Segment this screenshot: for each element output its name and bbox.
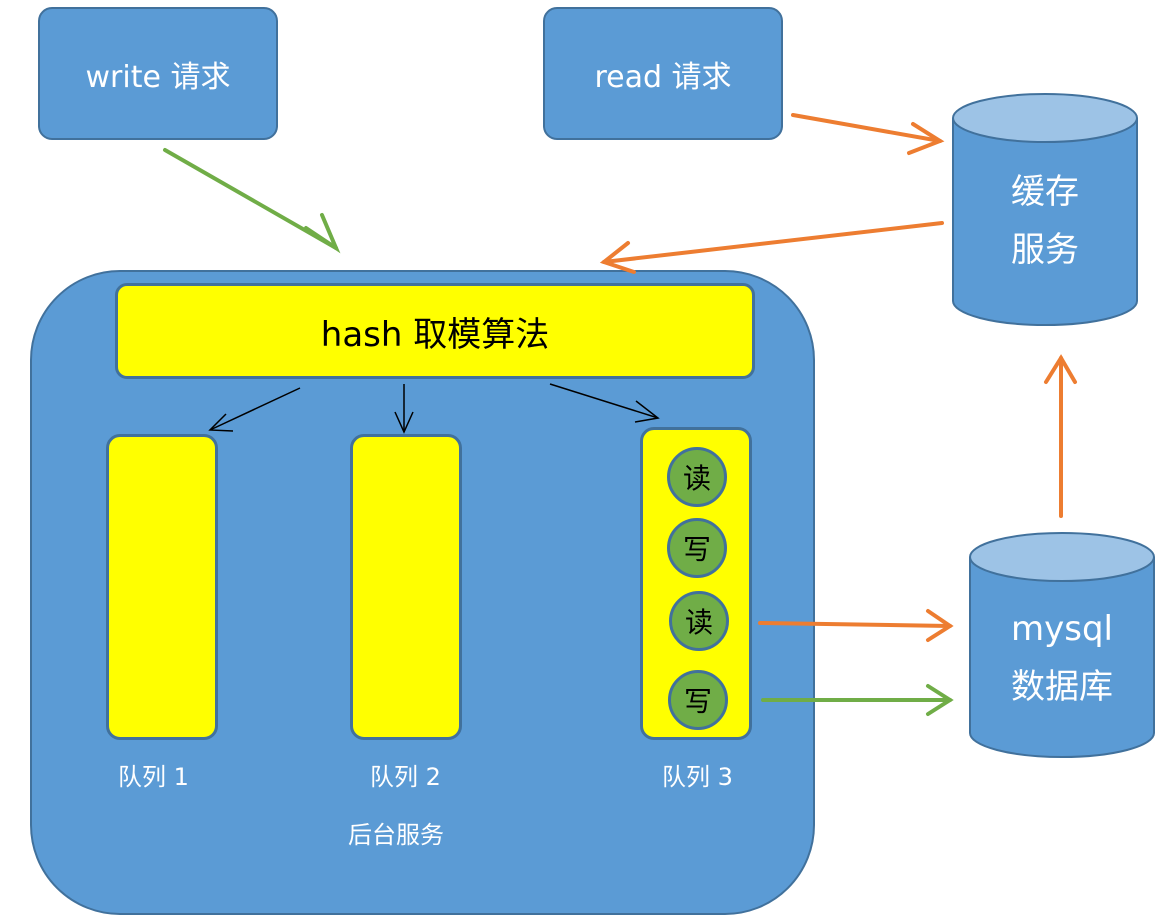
- queue-3-label: 队列 3: [662, 763, 733, 791]
- database-cylinder: [969, 532, 1155, 758]
- queue-2-label: 队列 2: [370, 763, 441, 791]
- read-request-label: read 请求: [594, 59, 732, 95]
- cache-service-label: 缓存 服务: [953, 163, 1137, 279]
- queue-3-op-read-2: 读: [669, 591, 729, 651]
- queue-2: [350, 434, 462, 740]
- queue-1: [106, 434, 218, 740]
- hash-to-queue-2-arrow: [394, 384, 414, 434]
- write-arrow: [163, 148, 341, 254]
- cache-service-line1: 缓存: [1011, 172, 1079, 212]
- queue-3-op-write-2: 写: [668, 670, 728, 730]
- hash-algorithm-label: hash 取模算法: [320, 314, 550, 355]
- queue-write-to-db-arrow: [761, 684, 954, 716]
- write-request-label: write 请求: [85, 59, 231, 95]
- database-label: mysql 数据库: [970, 600, 1154, 716]
- database-line1: mysql: [1011, 609, 1113, 649]
- op-label: 读: [684, 606, 713, 639]
- backend-service-label: 后台服务: [348, 821, 444, 849]
- queue-3-op-write-1: 写: [667, 518, 727, 578]
- op-label: 读: [682, 462, 711, 495]
- write-request-box: write 请求: [38, 7, 278, 140]
- op-label: 写: [683, 685, 712, 718]
- queue-read-to-db-arrow: [758, 609, 954, 642]
- read-to-cache-arrow: [791, 113, 945, 155]
- cache-service-line2: 服务: [1011, 230, 1079, 270]
- queue-3-op-read-1: 读: [667, 447, 727, 507]
- db-to-cache-arrow: [1044, 354, 1077, 518]
- hash-to-queue-3-arrow: [549, 383, 660, 423]
- database-line2: 数据库: [1011, 667, 1113, 707]
- hash-algorithm-bar: hash 取模算法: [115, 283, 755, 379]
- cache-to-backend-arrow: [599, 221, 944, 274]
- queue-1-label: 队列 1: [118, 763, 189, 791]
- read-request-box: read 请求: [543, 7, 783, 140]
- op-label: 写: [682, 533, 711, 566]
- hash-to-queue-1-arrow: [208, 387, 301, 432]
- cache-cylinder: [952, 93, 1138, 326]
